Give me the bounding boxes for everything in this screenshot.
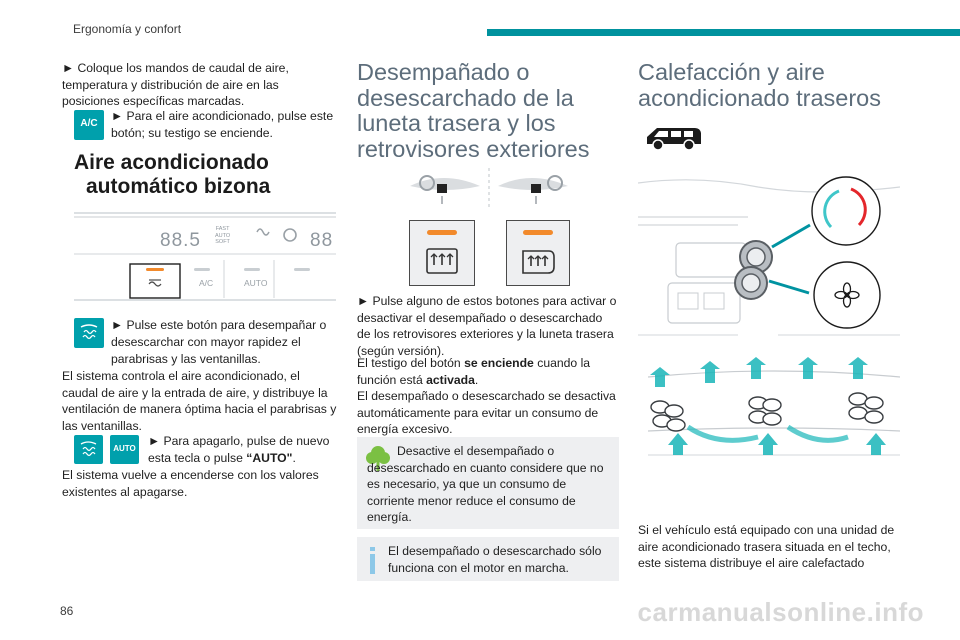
off-text-first: ► Para apagarlo, pulse de nuevo	[148, 434, 330, 448]
lamp-text-pre: El testigo del botón	[357, 356, 465, 370]
intro-text: ► Coloque los mandos de caudal de aire, …	[62, 61, 289, 109]
auto-icon-label: AUTO	[113, 444, 136, 453]
ac-text: ► Para el aire acondicionado, pulse este…	[111, 109, 334, 140]
button-indicator-lamp	[523, 230, 553, 235]
page-number: 86	[60, 604, 74, 618]
panel-display-left: 88.5	[160, 230, 201, 251]
panel-display-right: 88	[310, 230, 334, 251]
ac-button-icon: A/C	[74, 110, 104, 140]
off-text-post: .	[292, 451, 296, 465]
off-text-auto-bold: “AUTO"	[246, 451, 293, 465]
lamp-text: El testigo del botón se enciende cuando …	[357, 355, 619, 388]
body-system-control: El sistema controla el aire acondicionad…	[62, 369, 337, 433]
mirror-defrost-button[interactable]	[506, 220, 570, 286]
panel-fast-label: FAST	[215, 226, 230, 232]
press-text: ► Pulse alguno de estos botones para act…	[357, 294, 617, 358]
heading-rear-climate-line1: Calefacción y aire	[638, 59, 825, 85]
lamp-text-bold2: activada	[426, 372, 475, 387]
climate-panel-drawing	[74, 212, 336, 301]
section-title: Ergonomía y confort	[73, 22, 182, 36]
lamp-text-post: cuando la función está	[357, 356, 591, 387]
heading-rear-climate: Calefacción y aire acondicionado trasero…	[638, 59, 918, 111]
panel-auto-label: AUTO	[244, 278, 268, 288]
heading-auto-ac-line2: automático bizona	[86, 175, 271, 198]
heading-rear-climate-line2: acondicionado traseros	[638, 84, 881, 111]
panel-auto-mode-label: AUTO	[215, 232, 231, 239]
defrost-text-second: desescarchar con mayor rapidez el parabr…	[111, 335, 301, 366]
body-restart: El sistema vuelve a encenderse con los v…	[62, 468, 319, 499]
header-accent-bar	[487, 29, 960, 36]
panel-soft-label: SOFT	[215, 239, 230, 245]
lamp-text-end: .	[474, 372, 479, 387]
rear-screen-defrost-button[interactable]	[409, 220, 475, 286]
mirror-defrost-icon	[522, 250, 555, 274]
off-text-pre: esta tecla o pulse	[148, 451, 247, 465]
defrost-text-first: ► Pulse este botón para desempañar o	[111, 318, 327, 332]
info-note-text: El desempañado o desescarchado sólo func…	[388, 544, 602, 575]
eco-note-box: Desactive el desempañado o desescarchado…	[357, 437, 619, 529]
heading-rear-defrost-line2: desescarchado de la	[357, 84, 574, 111]
ac-icon-label: A/C	[80, 118, 98, 129]
button-indicator-lamp	[427, 230, 457, 235]
watermark: carmanualsonline.info	[637, 597, 924, 627]
rear-climate-text: Si el vehículo está equipado con una uni…	[638, 523, 895, 571]
eco-note-text: Desactive el desempañado o desescarchado…	[367, 444, 604, 525]
heading-auto-ac-line1: Aire acondicionado	[74, 151, 269, 174]
ceiling-vents-illustration	[648, 357, 900, 456]
rear-controls-illustration	[638, 176, 900, 336]
off-text-second: esta tecla o pulse “AUTO".	[148, 450, 340, 467]
windscreen-demist-icon	[74, 318, 104, 348]
climate-panel-illustration: 88.5 FAST AUTO SOFT 88 A/C AUTO	[74, 212, 336, 304]
heading-rear-defrost: Desempañado o desescarchado de la luneta…	[357, 59, 617, 162]
vehicle-pictogram	[647, 128, 701, 151]
heading-rear-defrost-line3: luneta trasera y los	[357, 110, 556, 136]
info-icon	[370, 547, 375, 575]
demist-icon-small	[74, 435, 103, 464]
auto-off-text: El desempañado o desescarchado se desact…	[357, 389, 616, 437]
heading-rear-defrost-line1: Desempañado o	[357, 59, 530, 85]
heading-rear-defrost-line4: retrovisores exteriores	[357, 135, 590, 162]
auto-button-icon: AUTO	[110, 435, 139, 464]
lamp-text-bold: se enciende	[464, 356, 534, 370]
panel-mode-labels: FAST AUTO SOFT	[215, 226, 230, 246]
steering-pictograms	[405, 166, 573, 210]
rear-screen-defrost-icon	[426, 248, 458, 274]
eco-leaf-icon	[366, 446, 390, 471]
info-note-box: El desempañado o desescarchado sólo func…	[357, 537, 619, 581]
panel-ac-label: A/C	[199, 278, 214, 288]
col1-intro: ► Coloque los mandos de caudal de aire, …	[62, 60, 337, 110]
